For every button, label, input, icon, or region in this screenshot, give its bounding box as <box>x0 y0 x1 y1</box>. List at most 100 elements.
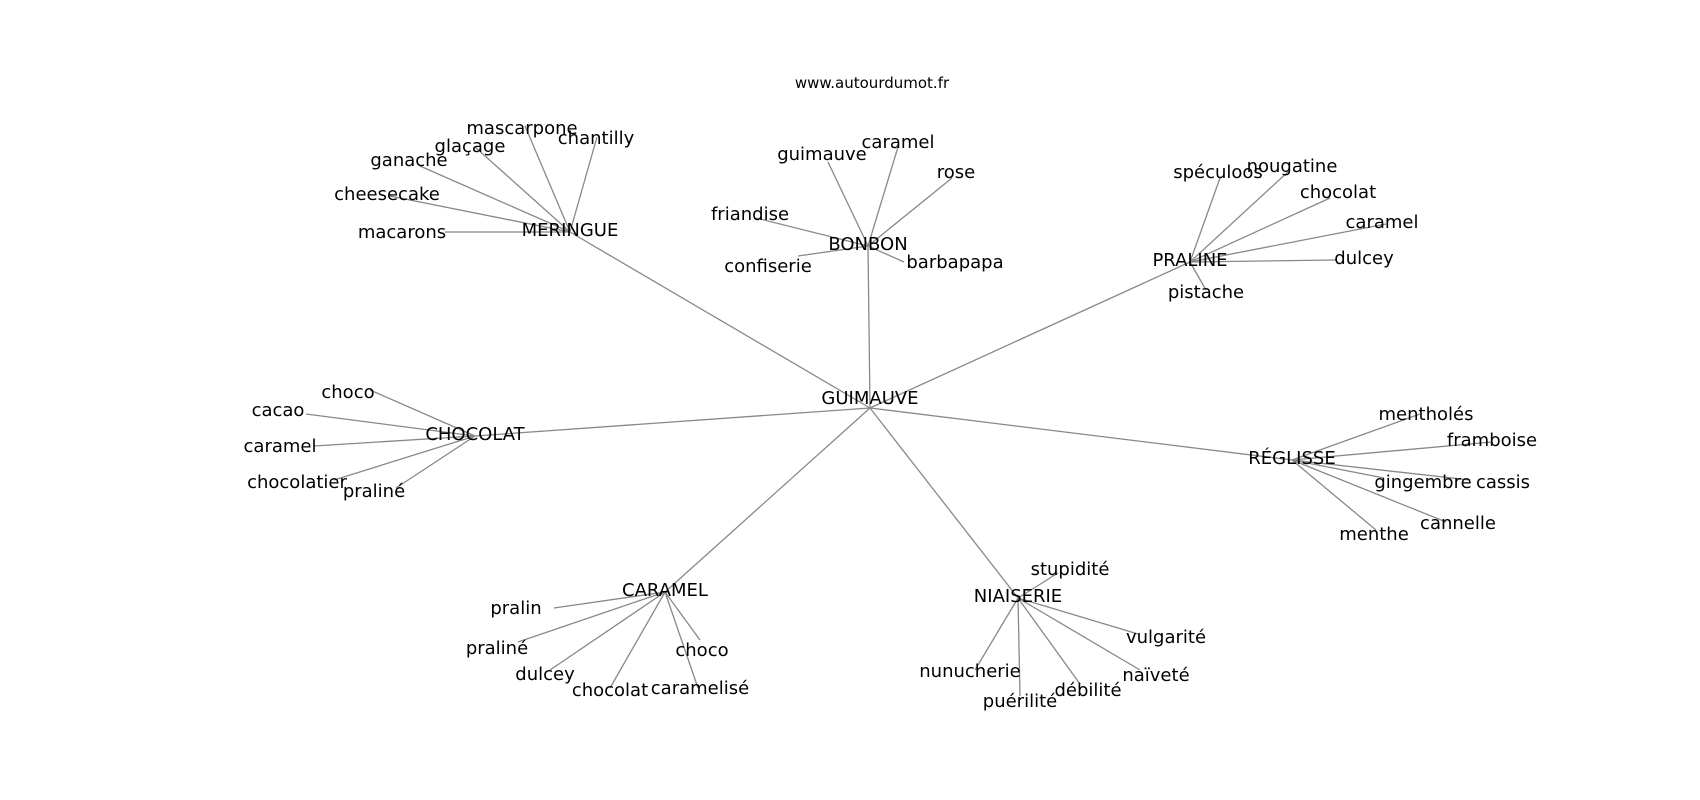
leaf-node: chocolatier <box>247 472 347 493</box>
edge-cluster-to-leaf <box>1189 169 1291 263</box>
leaf-node: friandise <box>711 204 789 225</box>
leaf-node: caramel <box>244 436 317 457</box>
cluster-node: NIAISERIE <box>974 586 1062 607</box>
leaf-node: choco <box>675 640 728 661</box>
edge-center-to-cluster <box>569 231 871 409</box>
leaf-node: guimauve <box>777 144 867 165</box>
edge-center-to-cluster <box>869 407 1293 461</box>
edge-cluster-to-leaf <box>974 597 1019 671</box>
leaf-node: mascarpone <box>466 118 577 139</box>
center-node: GUIMAUVE <box>821 388 918 409</box>
edge-cluster-to-leaf <box>1189 177 1221 263</box>
leaf-node: barbapapa <box>906 252 1003 273</box>
leaf-node: vulgarité <box>1126 627 1206 648</box>
leaf-node: cassis <box>1476 472 1530 493</box>
edge-cluster-to-leaf <box>1291 459 1385 479</box>
source-url: www.autourdumot.fr <box>795 74 950 92</box>
edge-cluster-to-leaf <box>1017 597 1081 685</box>
edge-cluster-to-leaf <box>524 125 571 233</box>
edge-center-to-cluster <box>869 261 1191 409</box>
leaf-node: confiserie <box>724 256 812 277</box>
edge-cluster-to-leaf <box>305 413 476 437</box>
cluster-node: PRALINE <box>1152 250 1227 271</box>
edge-cluster-to-leaf <box>1291 441 1493 461</box>
edge-center-to-cluster <box>474 407 871 437</box>
leaf-node: rose <box>937 162 975 183</box>
leaf-node: macarons <box>358 222 446 243</box>
leaf-node: chocolat <box>572 680 648 701</box>
leaf-node: débilité <box>1054 680 1121 701</box>
edge-cluster-to-leaf <box>1291 459 1377 531</box>
edge-cluster-to-leaf <box>867 245 905 263</box>
cluster-node: RÉGLISSE <box>1248 447 1335 469</box>
edge-cluster-to-leaf <box>1189 259 1337 263</box>
leaf-node: praliné <box>466 638 528 659</box>
edge-cluster-to-leaf <box>474 146 571 233</box>
edge-center-to-cluster <box>867 245 871 409</box>
edge-cluster-to-leaf <box>1189 261 1207 291</box>
edge-cluster-to-leaf <box>1017 597 1139 635</box>
leaf-node: mentholés <box>1379 404 1474 425</box>
edge-cluster-to-leaf <box>419 165 571 233</box>
leaf-node: ganache <box>370 150 447 171</box>
leaf-node: dulcey <box>515 664 575 685</box>
edge-cluster-to-leaf <box>1189 223 1387 263</box>
leaf-node: chocolat <box>1300 182 1376 203</box>
leaf-node: caramel <box>1346 212 1419 233</box>
edge-cluster-to-leaf <box>1017 597 1141 671</box>
edge-cluster-to-leaf <box>609 591 666 689</box>
leaf-node: cannelle <box>1420 513 1496 534</box>
edge-cluster-to-leaf <box>867 146 899 247</box>
edge-cluster-to-leaf <box>827 161 869 247</box>
edge-cluster-to-leaf <box>549 591 666 671</box>
cluster-node: BONBON <box>828 234 907 255</box>
edge-cluster-to-leaf <box>389 195 571 233</box>
leaf-node: nunucherie <box>919 661 1021 682</box>
edge-cluster-to-leaf <box>313 435 476 447</box>
edge-cluster-to-leaf <box>1017 572 1059 599</box>
edge-cluster-to-leaf <box>755 217 869 247</box>
edge-cluster-to-leaf <box>1291 459 1471 481</box>
edge-cluster-to-leaf <box>867 177 953 247</box>
leaf-node: chantilly <box>558 128 635 149</box>
edge-center-to-cluster <box>664 407 871 593</box>
leaf-node: praliné <box>343 481 405 502</box>
edge-cluster-to-leaf <box>1017 597 1021 697</box>
edge-cluster-to-leaf <box>1291 413 1421 461</box>
leaf-node: caramel <box>862 132 935 153</box>
edge-cluster-to-leaf <box>664 591 701 641</box>
leaf-node: pralin <box>490 598 541 619</box>
leaf-node: cacao <box>252 400 305 421</box>
leaf-node: menthe <box>1339 524 1409 545</box>
edge-cluster-to-leaf <box>797 245 869 257</box>
leaf-node: glaçage <box>435 136 506 157</box>
edge-cluster-to-leaf <box>569 136 598 233</box>
edge-center-to-cluster <box>869 407 1019 599</box>
leaf-node: dulcey <box>1334 248 1394 269</box>
leaf-node: naïveté <box>1122 665 1189 686</box>
cluster-node: CHOCOLAT <box>425 424 525 445</box>
edge-cluster-to-leaf <box>517 591 666 643</box>
graph-labels: www.autourdumot.fr GUIMAUVE mascarponech… <box>244 74 1538 712</box>
leaf-node: caramelisé <box>651 678 749 699</box>
leaf-node: spéculoos <box>1173 162 1263 183</box>
edge-cluster-to-leaf <box>553 591 666 609</box>
leaf-node: gingembre <box>1374 472 1471 493</box>
leaf-node: nougatine <box>1247 156 1338 177</box>
leaf-node: puérilité <box>983 691 1057 712</box>
graph-edges <box>305 125 1493 697</box>
edge-cluster-to-leaf <box>395 435 476 489</box>
leaf-node: choco <box>321 382 374 403</box>
edge-cluster-to-leaf <box>1291 459 1447 523</box>
leaf-node: pistache <box>1168 282 1244 303</box>
edge-cluster-to-leaf <box>1189 197 1331 263</box>
leaf-node: cheesecake <box>334 184 440 205</box>
leaf-node: framboise <box>1447 430 1537 451</box>
edge-cluster-to-leaf <box>333 435 476 481</box>
cluster-node: CARAMEL <box>622 580 708 601</box>
edge-cluster-to-leaf <box>664 591 699 689</box>
edge-cluster-to-leaf <box>369 389 476 437</box>
cluster-node: MERINGUE <box>522 220 619 241</box>
leaf-node: stupidité <box>1031 559 1110 580</box>
